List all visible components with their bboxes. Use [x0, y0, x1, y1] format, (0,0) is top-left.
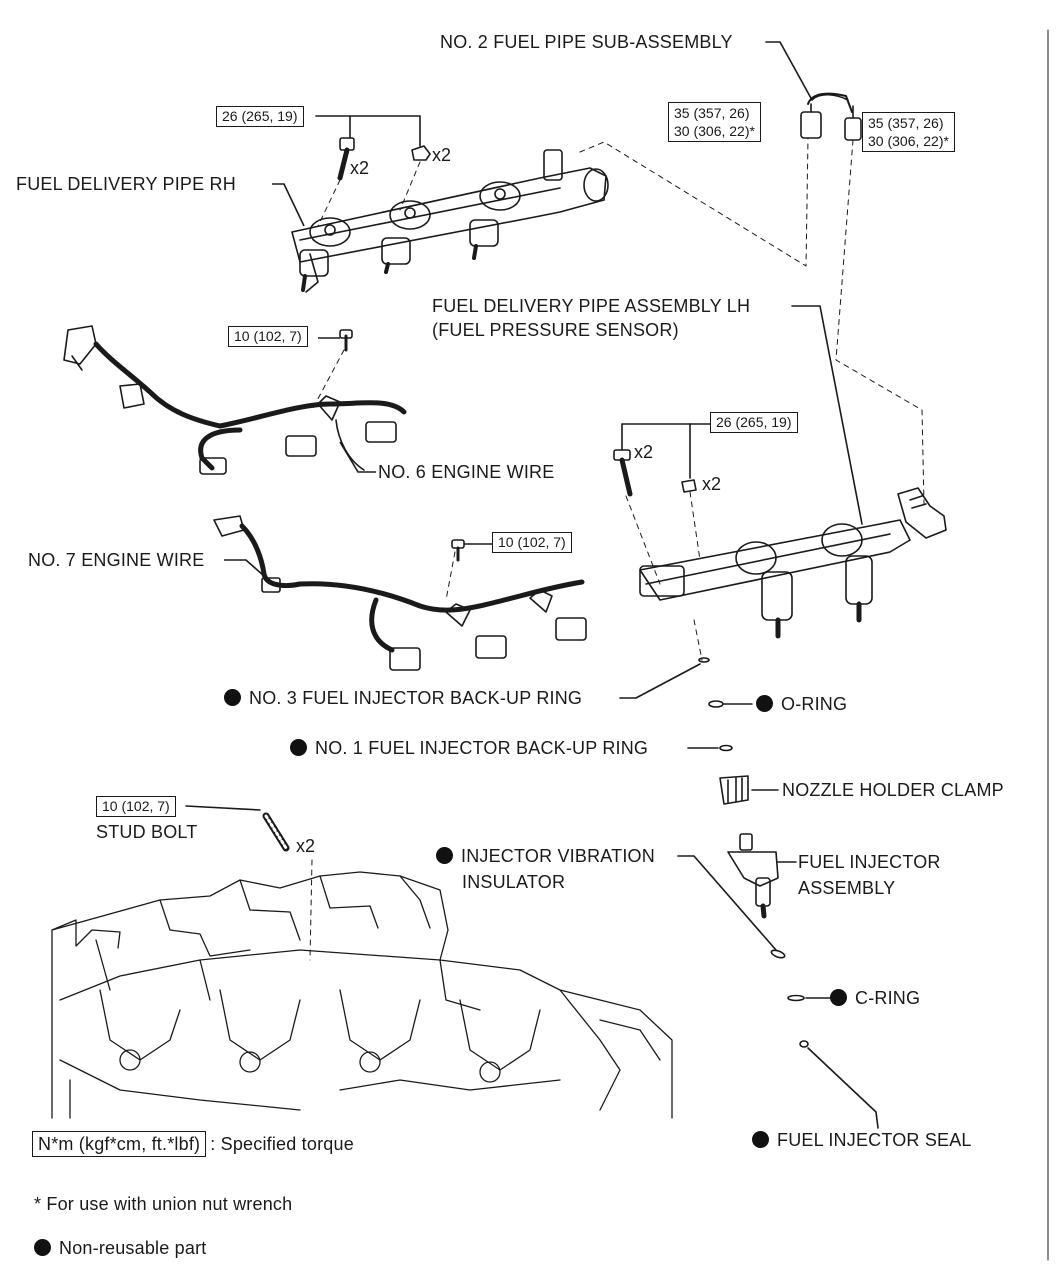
leader-rh: [272, 183, 305, 227]
qty-rh-bolt: x2: [350, 158, 370, 178]
non-reusable-dot: [34, 1239, 51, 1256]
leader-no7: [224, 559, 265, 577]
label-injector-vibration-line2: INSULATOR: [462, 872, 566, 892]
label-nozzle-holder-clamp: NOZZLE HOLDER CLAMP: [782, 780, 1004, 800]
label-fuel-injector-seal-text: FUEL INJECTOR SEAL: [777, 1130, 972, 1150]
label-fuel-injector-line1: FUEL INJECTOR: [798, 852, 941, 872]
nozzle-holder-clamp-drawing: [719, 775, 749, 805]
non-reusable-dot: [224, 689, 241, 706]
legend-torque-format: N*m (kgf*cm, ft.*lbf): [32, 1131, 207, 1157]
label-no7-engine-wire: NO. 7 ENGINE WIRE: [28, 550, 205, 570]
stud-bolt-drawing: [262, 812, 290, 852]
torque-pipe-right: 35 (357, 26) 30 (306, 22)*: [862, 112, 955, 152]
label-stud-bolt: STUD BOLT: [96, 822, 198, 842]
label-injector-vibration-line1: INJECTOR VIBRATION: [461, 846, 655, 866]
non-reusable-dot: [830, 989, 847, 1006]
non-reusable-dot: [752, 1131, 769, 1148]
fuel-delivery-pipe-rh-drawing: [291, 149, 609, 293]
torque-pipe-left: 35 (357, 26) 30 (306, 22)*: [668, 102, 761, 142]
legend-non-reusable-text: Non-reusable part: [59, 1238, 207, 1258]
engine-block-drawing: [51, 871, 673, 1119]
label-no3-backup-ring: NO. 3 FUEL INJECTOR BACK-UP RING: [224, 688, 582, 708]
lh-bolt-and-nut-drawing: [613, 449, 697, 497]
leader-no7-torque: [464, 543, 492, 545]
qty-lh-nut: x2: [702, 474, 722, 494]
qty-rh-nut: x2: [432, 145, 452, 165]
qty-stud: x2: [296, 836, 316, 856]
torque-pipe-left-line1: 35 (357, 26): [674, 105, 750, 121]
torque-lh-bolts: 26 (265, 19): [710, 412, 798, 433]
no6-engine-wire-drawing: [63, 325, 407, 475]
torque-rh-bolts: 26 (265, 19): [216, 106, 304, 127]
rh-bolt-and-nut-drawing: [337, 137, 431, 181]
label-c-ring-text: C-RING: [855, 988, 921, 1008]
label-fuel-delivery-pipe-rh: FUEL DELIVERY PIPE RH: [16, 174, 236, 194]
label-o-ring: O-RING: [756, 694, 847, 714]
leader-no6: [339, 441, 376, 473]
torque-pipe-right-line1: 35 (357, 26): [868, 115, 944, 131]
legend-non-reusable: Non-reusable part: [34, 1238, 206, 1258]
label-fuel-injector-line2: ASSEMBLY: [798, 878, 896, 898]
legend-torque: N*m (kgf*cm, ft.*lbf): Specified torque: [32, 1131, 354, 1157]
no2-fuel-pipe-drawing: [800, 92, 862, 141]
legend-torque-desc: : Specified torque: [210, 1134, 354, 1154]
label-no2-fuel-pipe: NO. 2 FUEL PIPE SUB-ASSEMBLY: [440, 32, 733, 52]
label-o-ring-text: O-RING: [781, 694, 848, 714]
fuel-injector-assembly-drawing: [727, 833, 779, 919]
torque-pipe-left-line2: 30 (306, 22)*: [674, 123, 755, 139]
non-reusable-dot: [290, 739, 307, 756]
torque-stud-bolt: 10 (102, 7): [96, 796, 176, 817]
torque-no6-bolt: 10 (102, 7): [228, 326, 308, 347]
qty-lh-bolt: x2: [634, 442, 654, 462]
fuel-delivery-pipe-lh-drawing: [639, 487, 947, 639]
label-c-ring: C-RING: [830, 988, 920, 1008]
torque-no7-bolt: 10 (102, 7): [492, 532, 572, 553]
label-no1-backup-ring: NO. 1 FUEL INJECTOR BACK-UP RING: [290, 738, 648, 758]
label-injector-vibration-insulator: INJECTOR VIBRATION: [436, 846, 655, 866]
non-reusable-dot: [756, 695, 773, 712]
label-no6-engine-wire: NO. 6 ENGINE WIRE: [378, 462, 555, 482]
torque-pipe-right-line2: 30 (306, 22)*: [868, 133, 949, 149]
label-fuel-delivery-pipe-lh-line2: (FUEL PRESSURE SENSOR): [432, 320, 679, 340]
no7-engine-wire-drawing: [213, 515, 587, 671]
label-no3-backup-ring-text: NO. 3 FUEL INJECTOR BACK-UP RING: [249, 688, 583, 708]
non-reusable-dot: [436, 847, 453, 864]
label-fuel-delivery-pipe-lh-line1: FUEL DELIVERY PIPE ASSEMBLY LH: [432, 296, 751, 316]
label-fuel-injector-seal: FUEL INJECTOR SEAL: [752, 1130, 972, 1150]
label-no1-backup-ring-text: NO. 1 FUEL INJECTOR BACK-UP RING: [315, 738, 649, 758]
legend-asterisk-note: * For use with union nut wrench: [34, 1194, 293, 1214]
leader-no6-torque: [318, 337, 340, 339]
